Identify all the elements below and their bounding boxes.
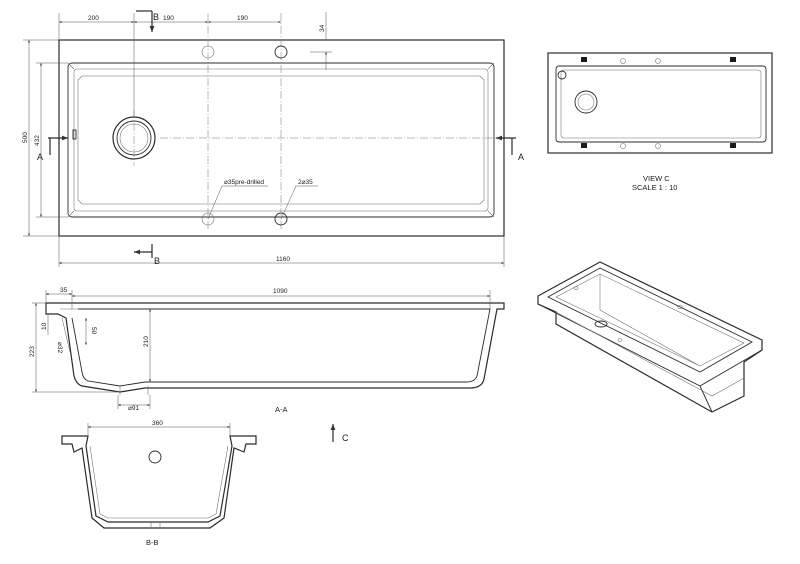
overflow-slot — [72, 129, 77, 140]
dim-1090: 1090 — [273, 288, 288, 295]
section-b-b: 360 B-B — [61, 420, 257, 547]
note-holes: 2⌀35 — [298, 179, 313, 186]
section-a-a-label: A-A — [275, 405, 288, 414]
arrow-c-label: C — [342, 433, 349, 443]
dim-32: ⌀32 — [56, 342, 63, 354]
dim-500: 500 — [22, 132, 29, 143]
isometric-view — [537, 261, 763, 413]
section-arrow-a-right: A — [518, 152, 524, 162]
dim-35: 35 — [60, 287, 68, 294]
view-c-scale: SCALE 1 : 10 — [632, 183, 677, 192]
dim-190-a: 190 — [163, 15, 174, 22]
section-a-a: 35 1090 223 210 10 50 ⌀32 ⌀91 A-A — [29, 287, 505, 414]
view-c-title: VIEW C — [643, 174, 670, 183]
dim-34: 34 — [319, 24, 326, 32]
top-view: 200 190 190 B 34 500 432 A A 1160 — [22, 10, 524, 267]
view-c: VIEW C SCALE 1 : 10 — [547, 52, 773, 192]
dim-190-b: 190 — [237, 15, 248, 22]
section-mark-b-top: B — [153, 12, 159, 22]
note-predrilled: ⌀35pre-drilled — [224, 179, 264, 186]
dim-210: 210 — [143, 336, 150, 347]
dim-200: 200 — [88, 15, 99, 22]
section-arrow-a-left: A — [37, 152, 43, 162]
section-mark-b-bottom: B — [154, 256, 160, 266]
dim-1160: 1160 — [276, 256, 290, 263]
section-b-b-label: B-B — [146, 538, 159, 547]
dim-360: 360 — [152, 420, 163, 427]
dim-432: 432 — [34, 135, 41, 146]
dim-223: 223 — [29, 346, 36, 357]
dim-50: 50 — [90, 327, 97, 335]
view-c-arrow: C — [330, 424, 349, 443]
dim-91: ⌀91 — [128, 405, 140, 412]
dim-10: 10 — [41, 322, 48, 330]
